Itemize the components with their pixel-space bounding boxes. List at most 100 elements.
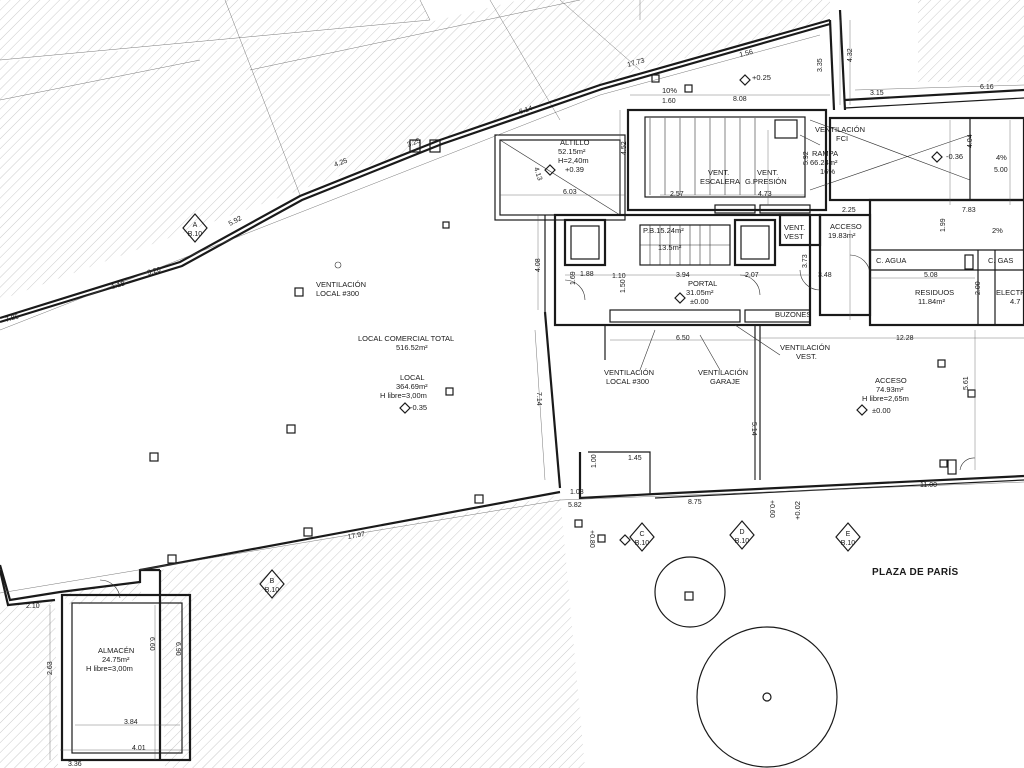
- room-local-total: LOCAL COMERCIAL TOTAL 516.52m²: [358, 334, 454, 352]
- electr-area: 4.7: [1010, 297, 1020, 306]
- dim-108: 1.08: [570, 489, 584, 496]
- dim-582: 5.82: [568, 502, 582, 509]
- section-marker-5: E B.10: [835, 522, 861, 552]
- dim-561: 5.61: [963, 376, 970, 390]
- room-vent-escalera: VENT. ESCALERA VENT. G.PRESIÓN: [700, 168, 787, 186]
- dim-225: 2.25: [842, 207, 856, 214]
- local-name: LOCAL: [400, 373, 425, 382]
- dim-188: 1.88: [580, 271, 594, 278]
- vent-gp-l2: G.PRESIÓN: [745, 177, 787, 186]
- hatch-plot-topleft: [0, 0, 430, 60]
- section-marker-1-ref: B.10: [188, 231, 203, 238]
- dim-1773: 17.73: [627, 57, 646, 69]
- room-buzones: BUZONES: [775, 310, 811, 319]
- dim-315: 3.15: [870, 90, 884, 97]
- portal-area: 31.05m²: [686, 288, 714, 297]
- section-marker-1: A B.10: [182, 213, 208, 243]
- escalera-area2: 13.5m²: [658, 243, 682, 252]
- dim-384: 3.84: [124, 719, 138, 726]
- dim-425: 4.25: [333, 158, 348, 169]
- dim-473: 4.73: [758, 191, 772, 198]
- section-marker-5-letter: E: [846, 531, 851, 538]
- dim-404: 4.04: [967, 134, 974, 148]
- section-marker-2-ref: B.10: [265, 587, 280, 594]
- vent-vest2-l1: VENTILACIÓN: [780, 343, 830, 352]
- vent-gp-l1: VENT.: [757, 168, 778, 177]
- local-area: 364.69m²: [396, 382, 428, 391]
- dim-514: 5.14: [750, 422, 757, 436]
- almacen-height: H libre=3,00m: [86, 664, 133, 673]
- dim-500: 5.00: [994, 167, 1008, 174]
- rampa-name: RAMPA: [812, 149, 838, 158]
- section-marker-3-ref: B.10: [635, 540, 650, 547]
- hatch-plot-bottom-left: [0, 600, 58, 768]
- dim-210: 2.10: [26, 603, 40, 610]
- almacen-area: 24.75m²: [102, 655, 130, 664]
- almacen-room: [60, 568, 192, 762]
- acceso-big-level: ±0.00: [872, 406, 891, 415]
- dim-156: 1.56: [739, 49, 754, 59]
- local-height: H libre=3,00m: [380, 391, 427, 400]
- dim-336: 3.36: [68, 761, 82, 768]
- local-total-area: 516.52m²: [396, 343, 428, 352]
- section-marker-3: C B.10: [629, 522, 655, 552]
- rampa-area: 66.24m²: [810, 158, 838, 167]
- vent-local-mid-l1: VENTILACIÓN: [604, 368, 654, 377]
- portal-name: PORTAL: [688, 279, 717, 288]
- hatch-plot-left-strip: [0, 0, 830, 300]
- plaza-fountain-large: [696, 626, 838, 768]
- dim-660: 6.60: [148, 637, 155, 651]
- dim-1100: 11.00: [920, 482, 937, 489]
- section-marker-4-letter: D: [739, 529, 744, 536]
- hatch-plot-almacen-side: [60, 582, 142, 605]
- vent-fci-l1: VENTILACIÓN: [815, 125, 865, 134]
- dim-257: 2.57: [670, 191, 684, 198]
- room-almacen: ALMACÉN 24.75m² H libre=3,00m: [86, 646, 134, 673]
- plaza-fountain-center: [762, 692, 772, 702]
- dim-100: 1.00: [591, 454, 598, 468]
- altillo-name: ALTILLO: [560, 138, 590, 147]
- upper-core: [494, 108, 1024, 221]
- vent-esc-l2: ESCALERA: [700, 177, 740, 186]
- hatch-plot-bottom-mid: [160, 495, 585, 768]
- room-c-agua: C. AGUA: [876, 256, 906, 265]
- room-local: LOCAL 364.69m² H libre=3,00m -0.35: [380, 373, 428, 412]
- room-vent-vest: VENT. VEST: [784, 223, 805, 241]
- dim-348: 3.48: [818, 272, 832, 279]
- dimension-lines: [0, 20, 1024, 760]
- room-vent-local-mid: VENTILACIÓN LOCAL #300: [604, 368, 654, 386]
- level-025: +0.25: [752, 73, 771, 82]
- almacen-name: ALMACÉN: [98, 646, 134, 655]
- level-markers: [399, 74, 943, 546]
- portal-level: ±0.00: [690, 297, 709, 306]
- room-escalera: P.B.15.24m² 13.5m²: [643, 226, 684, 252]
- dim-616: 6.16: [980, 84, 994, 91]
- electr-name: ELECTR.: [996, 288, 1024, 297]
- vent-garaje-l1: VENTILACIÓN: [698, 368, 748, 377]
- dim-394: 3.94: [676, 272, 690, 279]
- room-residuos: RESIDUOS 11.84m²: [915, 288, 954, 306]
- dim-452: 4.52: [621, 141, 628, 155]
- dim-650: 6.50: [676, 335, 690, 342]
- vent-garaje-l2: GARAJE: [710, 377, 740, 386]
- plaza-title: PLAZA DE PARÍS: [872, 565, 958, 578]
- section-marker-3-letter: C: [639, 531, 644, 538]
- dim-875: 8.75: [688, 499, 702, 506]
- dim-413: 4.13: [532, 166, 543, 181]
- dim-199: 1.99: [940, 218, 947, 232]
- dim-200: 2.00: [975, 281, 982, 295]
- property-lines: [0, 0, 641, 196]
- dim-603: 6.03: [563, 189, 577, 196]
- plaza-fountain-small: [654, 556, 726, 628]
- room-portal: PORTAL 31.05m² ±0.00: [686, 279, 717, 306]
- room-electr: ELECTR. 4.7: [996, 288, 1024, 306]
- vent-symbols: [334, 134, 821, 371]
- vent-local-mid-l2: LOCAL #300: [606, 377, 649, 386]
- section-marker-5-ref: B.10: [841, 540, 856, 547]
- ramp-pct10: 10%: [662, 86, 677, 95]
- level-02: +0.02: [793, 501, 802, 520]
- columns: [149, 74, 976, 601]
- ramp-pct4: 4%: [996, 153, 1007, 162]
- dim-408: 4.08: [535, 258, 542, 272]
- section-marker-2: B B.10: [259, 569, 285, 599]
